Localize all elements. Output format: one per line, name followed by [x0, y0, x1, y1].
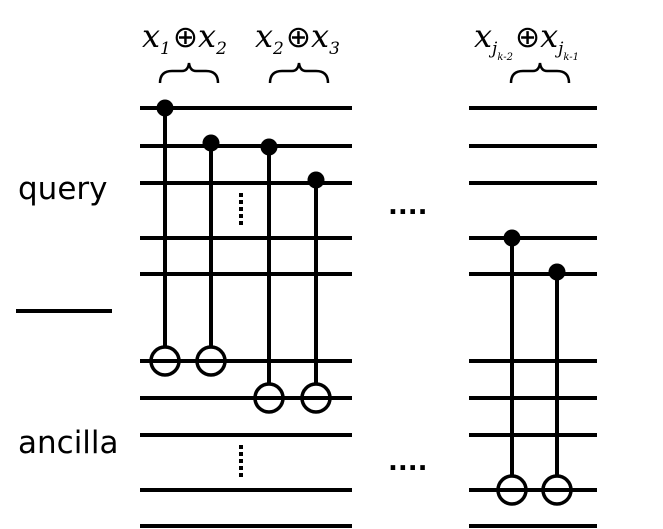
- cnot-gate: [253, 138, 285, 414]
- wires-right-block: [469, 106, 597, 528]
- annotation-x1-xor-x2: x1⊕x2: [142, 17, 227, 59]
- control-dot: [156, 99, 174, 117]
- cnot-gate: [195, 134, 227, 377]
- annotation-x2-xor-x3: x2⊕x3: [255, 17, 340, 59]
- control-dot: [260, 138, 278, 156]
- cnot-gate: [149, 99, 181, 377]
- vertical-ellipsis-ancilla: [239, 445, 243, 477]
- horizontal-ellipsis-query: ....: [388, 191, 428, 221]
- control-dot: [548, 263, 566, 281]
- cnot-gate: [541, 263, 573, 506]
- brace-pair-1: [158, 62, 220, 84]
- horizontal-ellipsis-ancilla: ....: [388, 447, 428, 477]
- cnot-gate: [496, 229, 528, 506]
- cnot-gate: [300, 171, 332, 414]
- control-dot: [503, 229, 521, 247]
- control-dot: [202, 134, 220, 152]
- control-dot: [307, 171, 325, 189]
- ancilla-label: ancilla: [18, 425, 119, 461]
- brace-pair-2: [268, 62, 330, 84]
- vertical-ellipsis-query: [239, 193, 243, 225]
- query-label: query: [18, 171, 108, 207]
- wires-left-block: [140, 106, 352, 528]
- brace-pair-last: [509, 62, 571, 84]
- annotation-last-pair: xjk-2⊕xjk-1: [474, 17, 579, 63]
